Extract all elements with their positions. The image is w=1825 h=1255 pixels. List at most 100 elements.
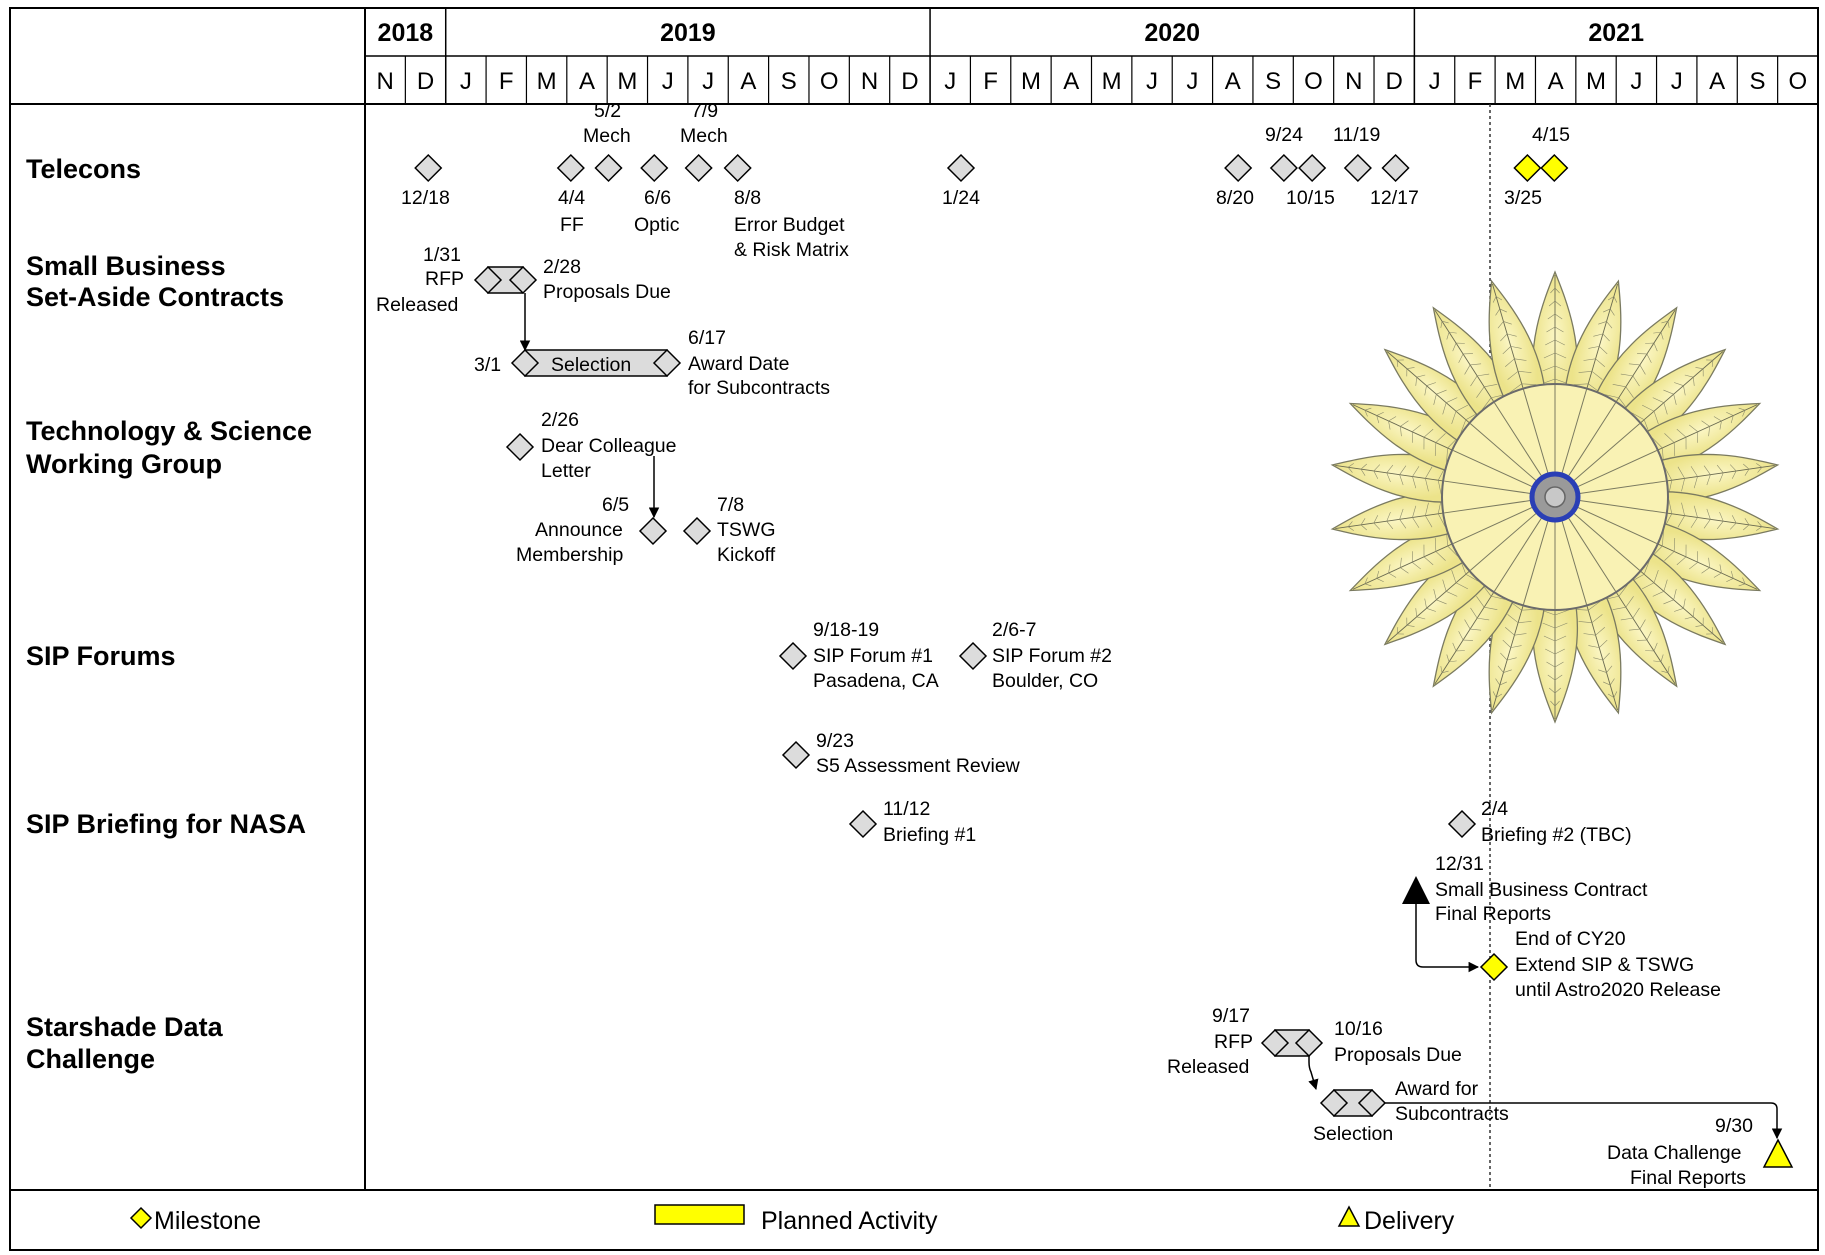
telecon-note-risk-matrix: & Risk Matrix bbox=[734, 239, 849, 261]
starshade-petals bbox=[1330, 270, 1780, 724]
month-label: J bbox=[702, 68, 714, 95]
briefing-2-date: 2/4 bbox=[1481, 798, 1508, 820]
starshade-spoke bbox=[1578, 480, 1666, 495]
starshade-petal bbox=[1432, 568, 1519, 688]
sdc-final-label-2: Final Reports bbox=[1630, 1167, 1746, 1189]
sip-forum-1-milestone bbox=[778, 641, 808, 671]
row-label-technology-science: Technology & Science bbox=[26, 416, 312, 446]
month-label: M bbox=[1021, 68, 1041, 95]
month-label: O bbox=[1304, 68, 1323, 95]
starshade-petal bbox=[1488, 279, 1547, 410]
month-label: A bbox=[579, 68, 595, 95]
announce-membership-milestone bbox=[638, 516, 668, 546]
starshade-spoke bbox=[1494, 402, 1543, 478]
telecon-date-label: 4/15 bbox=[1532, 124, 1570, 146]
month-label: D bbox=[901, 68, 918, 95]
telecon-date-label: 9/24 bbox=[1265, 124, 1303, 146]
sdc-final-date: 9/30 bbox=[1715, 1115, 1753, 1137]
row-label-small-business: Small Business bbox=[26, 251, 226, 281]
row-label-working-group: Working Group bbox=[26, 449, 222, 479]
telecon-date-label: 4/4 bbox=[558, 187, 585, 209]
year-label: 2021 bbox=[1588, 19, 1644, 47]
sdc-proposals-date: 10/16 bbox=[1334, 1018, 1383, 1040]
briefing-1-date: 11/12 bbox=[883, 798, 930, 820]
rfp-date: 1/31 bbox=[423, 244, 461, 266]
month-label: N bbox=[377, 68, 394, 95]
telecon-milestone-diamond bbox=[556, 153, 585, 183]
month-label: J bbox=[460, 68, 472, 95]
rfp-released-label: Released bbox=[376, 294, 458, 316]
proposals-date: 2/28 bbox=[543, 256, 581, 278]
starshade-spoke bbox=[1567, 516, 1616, 592]
month-label: N bbox=[1345, 68, 1362, 95]
legend-milestone-label: Milestone bbox=[154, 1207, 261, 1235]
final-reports-label: Small Business Contract bbox=[1435, 879, 1648, 901]
starshade-petal bbox=[1635, 519, 1762, 592]
sdc-selection-milestone bbox=[1319, 1088, 1349, 1118]
telecon-note-mech: Mech bbox=[583, 125, 631, 147]
telecon-note-optic: Optic bbox=[634, 214, 680, 236]
starshade-spoke bbox=[1444, 499, 1532, 514]
announce-label: Announce bbox=[535, 519, 623, 541]
month-label: M bbox=[537, 68, 557, 95]
award-subcontracts-label: for Subcontracts bbox=[688, 377, 830, 399]
final-reports-label-2: Final Reports bbox=[1435, 903, 1551, 925]
starshade-hub-center bbox=[1544, 486, 1566, 508]
extend-end-of-cy20: End of CY20 bbox=[1515, 928, 1626, 950]
starshade-spoke bbox=[1522, 519, 1549, 605]
starshade-spoke bbox=[1452, 450, 1534, 488]
telecon-note-mech: Mech bbox=[680, 125, 728, 147]
month-label: S bbox=[1749, 68, 1765, 95]
telecon-date-label: 1/24 bbox=[942, 187, 980, 209]
sip-forum-2-date: 2/6-7 bbox=[992, 619, 1036, 641]
starshade-spoke bbox=[1470, 423, 1538, 482]
sdc-rfp-date: 9/17 bbox=[1212, 1005, 1250, 1027]
row-label-starshade-data: Starshade Data bbox=[26, 1012, 224, 1042]
telecon-date-label: 8/20 bbox=[1216, 187, 1254, 209]
sdc-rfp-released: Released bbox=[1167, 1056, 1249, 1078]
starshade-spokes bbox=[1444, 385, 1666, 609]
telecon-milestone-diamond bbox=[640, 153, 669, 183]
starshade-spoke bbox=[1561, 519, 1588, 605]
s5-review-name: S5 Assessment Review bbox=[816, 755, 1021, 777]
month-label: M bbox=[1505, 68, 1525, 95]
sdc-rfp-label: RFP bbox=[1214, 1031, 1253, 1053]
legend: Milestone Planned Activity Delivery bbox=[129, 1204, 1455, 1235]
month-label: F bbox=[983, 68, 998, 95]
row-label-sip-forums: SIP Forums bbox=[26, 641, 176, 671]
telecon-note-ff: FF bbox=[560, 214, 584, 236]
sdc-award-label: Award for bbox=[1395, 1078, 1479, 1100]
telecon-milestone-diamond bbox=[1224, 153, 1253, 183]
starshade-spoke bbox=[1578, 499, 1666, 514]
sdc-subcontracts-label: Subcontracts bbox=[1395, 1103, 1509, 1125]
month-label: N bbox=[861, 68, 878, 95]
telecon-note-error-budget: Error Budget bbox=[734, 214, 845, 236]
telecon-milestone-diamond bbox=[1381, 153, 1410, 183]
row-label-challenge: Challenge bbox=[26, 1044, 155, 1074]
kickoff-label: Kickoff bbox=[717, 544, 776, 566]
sdc-proposals-to-selection-arrow bbox=[1308, 1056, 1319, 1091]
sip-forum-1-date: 9/18-19 bbox=[813, 619, 879, 641]
sip-forum-1-name: SIP Forum #1 bbox=[813, 645, 933, 667]
starshade-petal bbox=[1531, 594, 1579, 724]
month-label: A bbox=[740, 68, 756, 95]
telecon-milestone-diamond bbox=[1298, 153, 1327, 183]
starshade-spoke bbox=[1576, 506, 1658, 544]
telecon-milestone-diamond bbox=[1513, 153, 1542, 183]
month-label: J bbox=[944, 68, 956, 95]
telecon-milestone-diamond bbox=[594, 153, 623, 183]
final-reports-date: 12/31 bbox=[1435, 853, 1484, 875]
starshade-petal bbox=[1615, 545, 1727, 646]
telecon-milestone-diamond bbox=[1540, 153, 1569, 183]
sdc-proposals-label: Proposals Due bbox=[1334, 1044, 1462, 1066]
month-label: M bbox=[1102, 68, 1122, 95]
telecon-date-label: 6/6 bbox=[644, 187, 671, 209]
small-business-row: 1/31 RFP Released 2/28 Proposals Due Sel… bbox=[376, 244, 830, 399]
sip-forum-2-milestone bbox=[958, 641, 988, 671]
extend-connector-arrow bbox=[1415, 904, 1480, 973]
membership-date: 6/5 bbox=[602, 494, 629, 516]
sip-forum-2-name: SIP Forum #2 bbox=[992, 645, 1112, 667]
telecon-milestone-diamond bbox=[1343, 153, 1372, 183]
telecon-milestone-diamond bbox=[414, 153, 443, 183]
